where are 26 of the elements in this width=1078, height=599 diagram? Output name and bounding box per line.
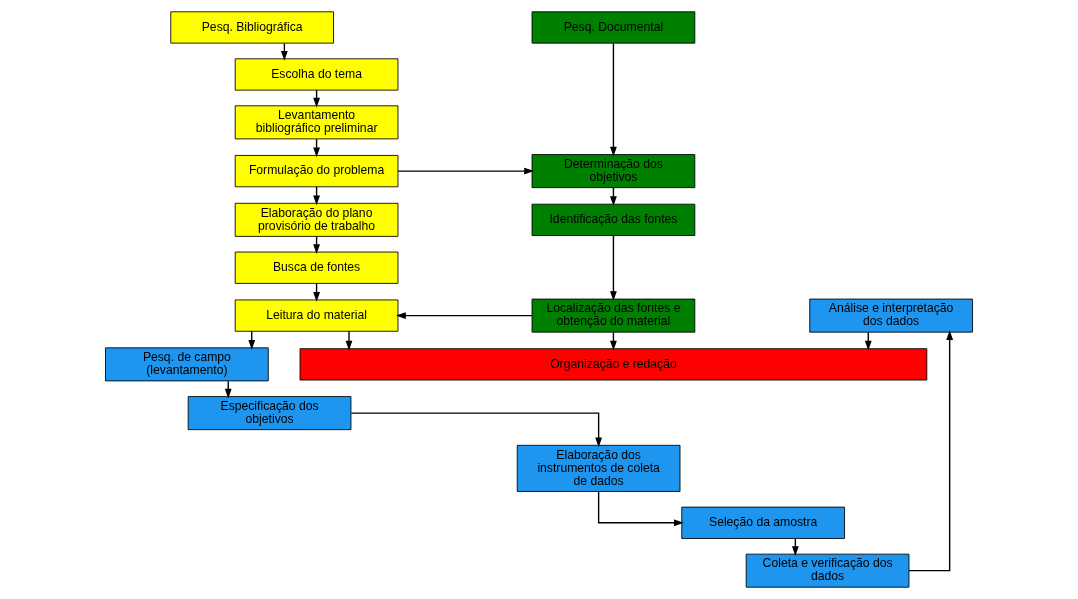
- node-box: Busca de fontes: [234, 251, 399, 284]
- node-box: Formulação do problema: [234, 155, 399, 188]
- node-box: Pesq. de campo (levantamento): [105, 347, 269, 382]
- node-box: Identificação das fontes: [531, 203, 696, 236]
- node-box: Leitura do material: [234, 299, 399, 332]
- node-box: Pesq. Bibliográfica: [170, 11, 334, 44]
- node-box: Coleta e verificação dos dados: [745, 553, 910, 588]
- node-box: Seleção da amostra: [681, 506, 845, 539]
- node-box: Especificação dos objetivos: [187, 396, 352, 431]
- arrow: [597, 490, 684, 527]
- node-box: Elaboração dos instrumentos de coleta de dados: [516, 444, 681, 492]
- node-box: Elaboração do plano provisório de trabalho: [234, 202, 399, 237]
- arrow: [610, 234, 617, 301]
- node-box: Análise e interpretação dos dados: [809, 298, 973, 333]
- node-box: Localização das fontes e obtenção do material: [531, 298, 696, 333]
- arrow: [350, 412, 603, 448]
- arrow: [610, 42, 617, 157]
- node-box: Levantamento bibliográfico preliminar: [234, 105, 399, 140]
- arrow: [345, 330, 353, 351]
- node-box: Escolha do tema: [234, 58, 399, 91]
- node-box: Organização e redação: [299, 348, 928, 381]
- arrow: [397, 167, 534, 175]
- node-box: Pesq. Documental: [531, 11, 696, 44]
- arrow: [396, 312, 533, 320]
- arrow: [908, 330, 954, 572]
- node-box: Determinação dos objetivos: [531, 154, 696, 189]
